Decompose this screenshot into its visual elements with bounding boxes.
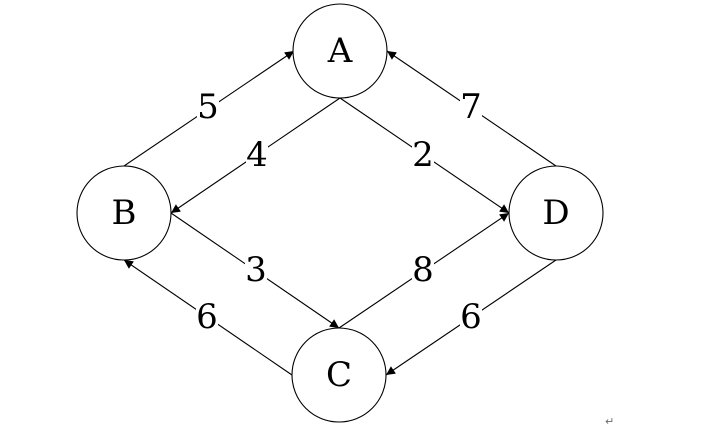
node-d-circle — [508, 165, 604, 261]
edge-label-background — [246, 137, 268, 173]
node-c-label: C — [326, 355, 352, 395]
edge-weight-c-to-d: 8 — [412, 250, 434, 290]
node-b-label: B — [112, 193, 137, 233]
node-c: C — [291, 327, 387, 423]
node-b-circle — [76, 165, 172, 261]
edge-label-background — [460, 299, 482, 335]
edge-weight-a-to-d: 2 — [412, 135, 434, 175]
edge-label-background — [412, 252, 434, 288]
edges-layer — [123, 50, 557, 376]
paragraph-mark-icon: ↵ — [605, 415, 614, 427]
nodes-layer: A B C D — [76, 3, 604, 423]
node-d: D — [508, 165, 604, 261]
edge-weight-d-to-a: 7 — [460, 87, 482, 127]
edge-label-background — [197, 89, 219, 125]
edge-label-background — [245, 252, 267, 288]
edge-weight-d-to-c: 6 — [460, 297, 482, 337]
node-a-label: A — [327, 31, 353, 71]
node-c-circle — [291, 327, 387, 423]
node-b: B — [76, 165, 172, 261]
node-d-label: D — [542, 193, 569, 233]
edge-weight-b-to-a: 5 — [197, 87, 219, 127]
edge-label-background — [412, 137, 434, 173]
edge-label-background — [196, 299, 218, 335]
edge-label-background — [460, 89, 482, 125]
node-a: A — [292, 3, 388, 99]
edge-weight-c-to-b: 6 — [196, 297, 218, 337]
edge-weight-b-to-c: 3 — [245, 250, 267, 290]
edge-weight-a-to-b: 4 — [246, 135, 268, 175]
node-a-circle — [292, 3, 388, 99]
